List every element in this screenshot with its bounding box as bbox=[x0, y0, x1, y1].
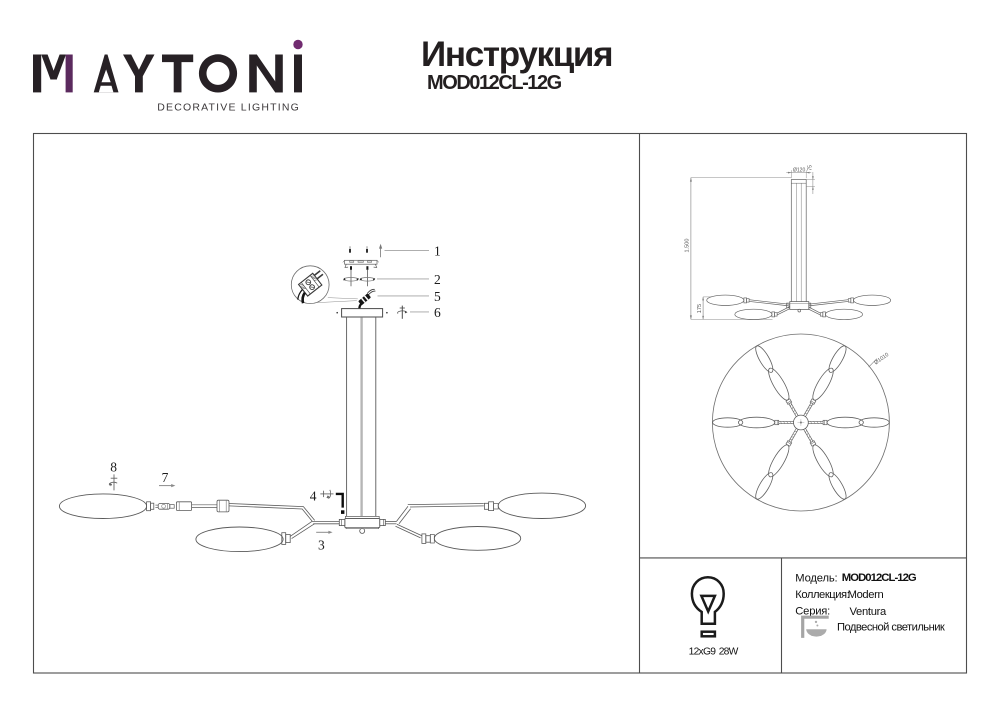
svg-text:Modern: Modern bbox=[848, 589, 884, 601]
svg-text:Ø1010: Ø1010 bbox=[873, 352, 890, 366]
svg-text:Подвесной светильник: Подвесной светильник bbox=[837, 622, 945, 634]
svg-text:Ø120: Ø120 bbox=[793, 167, 805, 173]
svg-text:3: 3 bbox=[318, 537, 325, 552]
svg-text:Серия:: Серия: bbox=[795, 606, 830, 618]
svg-text:4: 4 bbox=[310, 488, 317, 503]
svg-text:1: 1 bbox=[434, 243, 441, 258]
svg-text:7: 7 bbox=[162, 470, 169, 485]
svg-text:75: 75 bbox=[808, 165, 814, 171]
svg-text:12xG9 28W: 12xG9 28W bbox=[689, 646, 739, 657]
svg-text:5: 5 bbox=[434, 289, 441, 304]
svg-text:MOD012CL-12G: MOD012CL-12G bbox=[842, 572, 917, 584]
svg-text:DECORATIVE LIGHTING: DECORATIVE LIGHTING bbox=[157, 102, 300, 114]
svg-text:1.500: 1.500 bbox=[685, 239, 691, 253]
svg-text:175: 175 bbox=[697, 304, 703, 313]
svg-text:6: 6 bbox=[434, 305, 441, 320]
svg-text:2: 2 bbox=[434, 272, 441, 287]
svg-text:Ventura: Ventura bbox=[850, 606, 888, 618]
svg-text:Коллекция:: Коллекция: bbox=[795, 589, 849, 601]
svg-text:8: 8 bbox=[110, 459, 117, 474]
svg-text:Модель:: Модель: bbox=[795, 573, 837, 585]
